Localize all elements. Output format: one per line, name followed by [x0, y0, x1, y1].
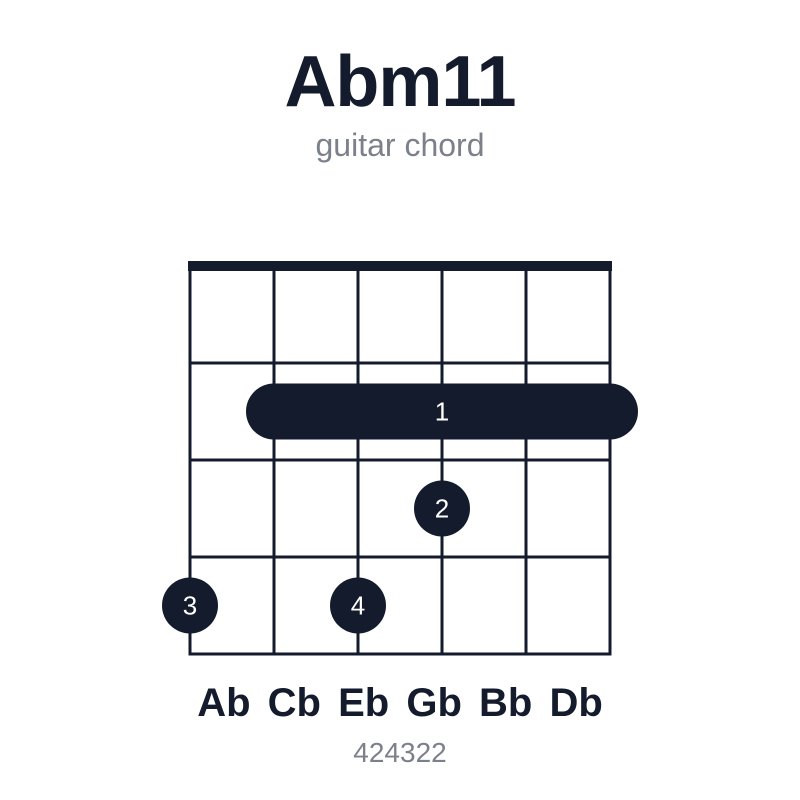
note-name: Cb: [267, 681, 321, 725]
fretboard-grid: [188, 261, 612, 656]
note-name: Bb: [479, 681, 533, 725]
note-name: Ab: [197, 681, 251, 725]
finger-dot: [330, 577, 386, 634]
barre: [246, 383, 638, 440]
finger-dot: [162, 577, 218, 634]
finger-label: 1: [435, 397, 449, 427]
fret-numbers: 424322: [353, 737, 447, 768]
finger-label: 4: [351, 591, 365, 621]
finger-marks: 1 2 3 4: [162, 383, 638, 634]
finger-dot: [414, 480, 470, 537]
note-names: Ab Cb Eb Gb Bb Db: [0, 680, 800, 726]
nut: [188, 261, 612, 271]
note-name: Eb: [338, 681, 390, 725]
chord-title: Abm11: [284, 42, 516, 122]
note-name: Gb: [406, 681, 462, 725]
note-name: Db: [549, 681, 603, 725]
chord-subtitle: guitar chord: [315, 127, 485, 163]
finger-label: 3: [183, 591, 197, 621]
finger-label: 2: [435, 494, 449, 524]
